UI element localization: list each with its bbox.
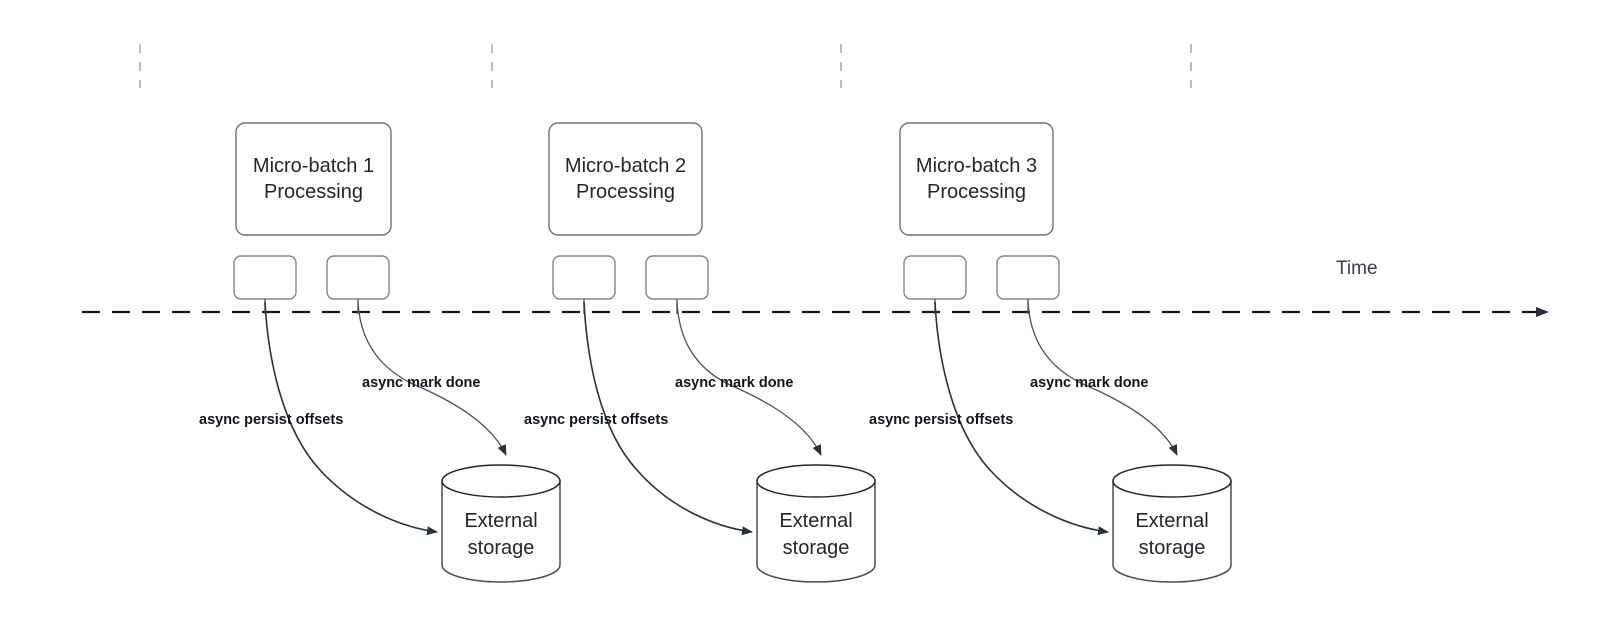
external-storage-cylinder-1[interactable]: External storage [441,464,561,583]
async-persist-offsets-edge-3 [934,301,1109,536]
mark-done-task-box-2[interactable] [645,255,709,300]
async-mark-done-label-3: async mark done [1030,375,1148,391]
async-persist-offsets-label-3: async persist offsets [869,412,1013,428]
cylinder-body-2 [756,480,876,583]
cylinder-body-3 [1112,480,1232,583]
cylinder-top-1 [441,464,561,498]
micro-batch-2-label-line2: Processing [576,181,675,203]
cylinder-body-1 [441,480,561,583]
async-persist-offsets-edge-1 [264,301,438,536]
micro-batch-group-2: Micro-batch 2 Processing async persist o… [524,122,876,583]
external-storage-cylinder-2[interactable]: External storage [756,464,876,583]
time-axis: Time [82,258,1549,317]
external-storage-label-1-line1: External [464,510,537,532]
micro-batch-1-box[interactable] [235,122,392,236]
async-persist-offsets-label-2: async persist offsets [524,412,668,428]
offsets-task-box-3[interactable] [903,255,967,300]
async-mark-done-edge-1 [357,301,507,456]
micro-batch-1-label-line2: Processing [264,181,363,203]
micro-batch-3-label-line2: Processing [927,181,1026,203]
mark-done-task-box-1[interactable] [326,255,390,300]
micro-batch-3-label-line1: Micro-batch 3 [916,155,1037,177]
cylinder-top-3 [1112,464,1232,498]
micro-batch-group-1: Micro-batch 1 Processing async persist o… [199,122,561,583]
mark-done-task-box-3[interactable] [996,255,1060,300]
tick-line-group [139,44,1192,88]
async-mark-done-label-2: async mark done [675,375,793,391]
external-storage-label-2-line1: External [779,510,852,532]
micro-batch-group-3: Micro-batch 3 Processing async persist o… [869,122,1232,583]
micro-batch-2-label-line1: Micro-batch 2 [565,155,686,177]
micro-batch-1-label-line1: Micro-batch 1 [253,155,374,177]
external-storage-label-3-line2: storage [1139,537,1206,559]
offsets-task-box-2[interactable] [552,255,616,300]
micro-batch-2-box[interactable] [548,122,703,236]
async-mark-done-edge-2 [676,301,822,456]
offsets-task-box-1[interactable] [233,255,297,300]
external-storage-label-1-line2: storage [468,537,535,559]
external-storage-cylinder-3[interactable]: External storage [1112,464,1232,583]
async-mark-done-edge-3 [1027,301,1178,456]
time-axis-label: Time [1336,258,1378,279]
async-mark-done-label-1: async mark done [362,375,480,391]
cylinder-top-2 [756,464,876,498]
micro-batch-3-box[interactable] [899,122,1054,236]
async-persist-offsets-label-1: async persist offsets [199,412,343,428]
external-storage-label-2-line2: storage [783,537,850,559]
external-storage-label-3-line1: External [1135,510,1208,532]
async-persist-offsets-edge-2 [583,301,753,536]
